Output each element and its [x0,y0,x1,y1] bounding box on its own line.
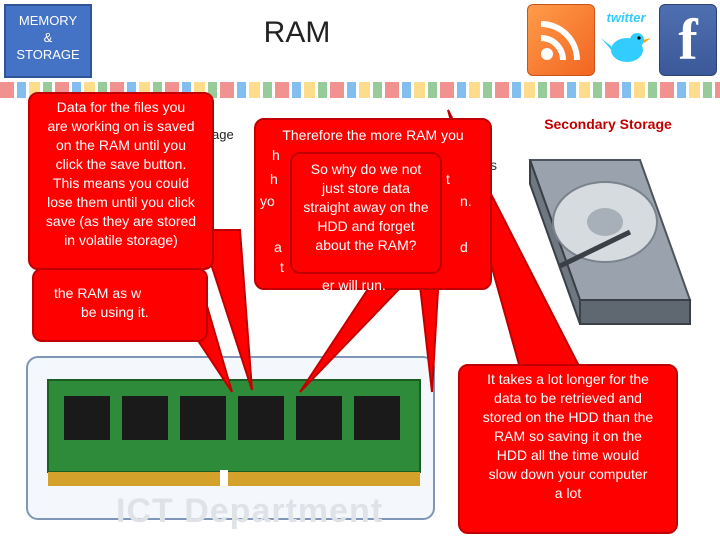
sowhy-line-2: just store data [322,180,410,196]
hard-drive-illustration [528,159,692,325]
therefore-fragment-4: t [446,171,450,187]
data-line-8: in volatile storage) [64,232,178,248]
facebook-icon[interactable]: f [659,4,717,76]
callout-takes-longer: It takes a lot longer for the data to be… [458,364,678,534]
callout-so-why: So why do we not just store data straigh… [290,152,442,274]
sowhy-line-4: HDD and forget [317,218,415,234]
takes-line-7: a lot [554,485,582,501]
takes-line-6: slow down your computer [488,466,648,482]
twitter-icon[interactable]: twitter [597,4,655,74]
data-line-5: This means you could [52,175,190,191]
rss-icon[interactable] [527,4,595,76]
therefore-fragment-2: s [490,157,497,173]
ram-module-illustration [47,379,421,486]
sowhy-line-3: straight away on the [303,199,429,215]
therefore-fragment-3: h [270,171,278,187]
memory-storage-badge[interactable]: MEMORY & STORAGE [4,4,92,78]
therefore-fragment-10: er will run. [322,277,386,293]
therefore-fragment-8: d [460,239,468,255]
badge-line-1: MEMORY [18,13,78,28]
callout-tail-ghost [198,229,253,391]
twitter-wordmark: twitter [606,10,646,25]
data-line-1: Data for the files you [56,99,186,115]
data-line-3: on the RAM until you [56,137,186,153]
data-line-6: lose them until you click [47,194,195,210]
takes-line-2: data to be retrieved and [494,390,642,406]
therefore-fragment-6: n. [460,193,472,209]
data-line-4: click the save button. [55,156,187,172]
takes-line-4: RAM so saving it on the [494,428,642,444]
secondary-storage-label: Secondary Storage [544,116,672,132]
slide-title: RAM [263,16,331,49]
callout-ghost-bubble: the RAM as w be using it. [32,268,208,342]
sowhy-line-1: So why do we not [310,161,422,177]
therefore-top-line: Therefore the more RAM you [282,127,464,143]
takes-line-1: It takes a lot longer for the [487,371,649,387]
ghost-line-2: be using it. [81,304,149,320]
ict-department-watermark: ICT Department [116,492,384,530]
data-line-2: are working on is saved [47,118,195,134]
twitter-bird-icon [601,33,651,62]
takes-line-5: HDD all the time would [496,447,640,463]
therefore-fragment-1: h [272,147,280,163]
badge-line-2: & [43,30,53,45]
therefore-fragment-9: t [280,259,284,275]
ghost-line-1: the RAM as w [54,285,142,301]
takes-line-3: stored on the HDD than the [482,409,654,425]
callout-tail-therefore [299,285,405,393]
therefore-fragment-7: a [274,239,282,255]
data-line-7: save (as they are stored [45,213,197,229]
primary-storage-label-fragment: age [212,127,234,142]
callout-data-files: Data for the files you are working on is… [28,92,214,270]
rss-icon-glyph [540,21,580,61]
badge-line-3: STORAGE [16,47,80,62]
sowhy-line-5: about the RAM? [315,237,417,253]
therefore-fragment-5: yo [260,193,275,209]
facebook-letter: f [678,7,698,72]
